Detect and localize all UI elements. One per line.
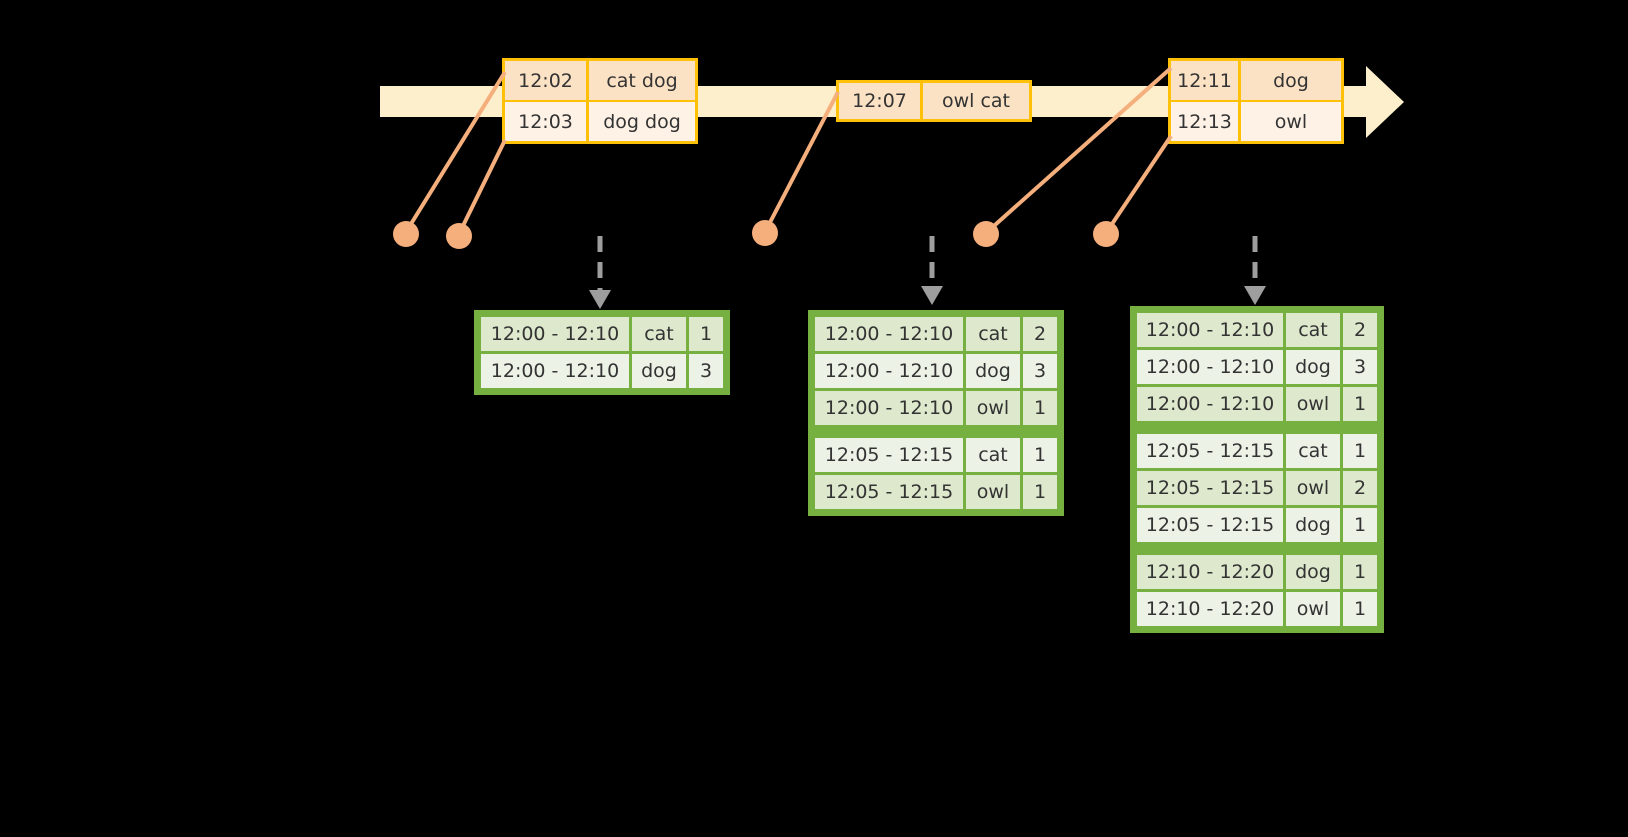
connector-dot [1093, 221, 1119, 247]
connector-dot [973, 221, 999, 247]
result-table-3: 12:00 - 12:10 cat 2 12:00 - 12:10 dog 3 … [1130, 306, 1384, 633]
table-row: 12:05 - 12:15 owl 2 [1137, 471, 1377, 505]
cell-count: 3 [1023, 354, 1057, 388]
connector-line-5 [1104, 134, 1173, 235]
group-separator [1137, 424, 1377, 431]
group-separator [815, 428, 1057, 435]
table-row: 12:10 - 12:20 dog 1 [1137, 555, 1377, 589]
cell-count: 1 [1343, 555, 1377, 589]
event-value: dog [1241, 61, 1341, 100]
event-group-1: 12:02 cat dog 12:03 dog dog [502, 58, 698, 144]
table-row: 12:00 - 12:10 cat 1 [481, 317, 723, 351]
cell-window: 12:00 - 12:10 [815, 391, 963, 425]
cell-count: 1 [1023, 391, 1057, 425]
cell-window: 12:00 - 12:10 [1137, 350, 1283, 384]
cell-window: 12:00 - 12:10 [481, 317, 629, 351]
timeline-arrow-right-icon [1366, 66, 1404, 138]
cell-count: 2 [1343, 471, 1377, 505]
dashed-down-arrow-head-icon [589, 290, 611, 309]
cell-count: 1 [689, 317, 723, 351]
cell-key: owl [966, 475, 1020, 509]
event-row: 12:03 dog dog [505, 100, 695, 141]
cell-key: cat [966, 317, 1020, 351]
table-row: 12:05 - 12:15 cat 1 [1137, 434, 1377, 468]
cell-window: 12:05 - 12:15 [815, 475, 963, 509]
connector-dot [393, 221, 419, 247]
cell-key: cat [1286, 434, 1340, 468]
cell-key: cat [966, 438, 1020, 472]
connector-line-2 [457, 139, 507, 235]
cell-count: 1 [1023, 475, 1057, 509]
cell-count: 1 [1343, 387, 1377, 421]
cell-count: 1 [1343, 434, 1377, 468]
cell-window: 12:00 - 12:10 [815, 354, 963, 388]
event-value: owl [1241, 102, 1341, 141]
cell-count: 1 [1343, 508, 1377, 542]
cell-count: 1 [1343, 592, 1377, 626]
cell-count: 2 [1343, 313, 1377, 347]
table-row: 12:05 - 12:15 dog 1 [1137, 508, 1377, 542]
table-row: 12:10 - 12:20 owl 1 [1137, 592, 1377, 626]
cell-count: 2 [1023, 317, 1057, 351]
group-separator [1137, 545, 1377, 552]
event-time: 12:13 [1171, 102, 1241, 141]
table-row: 12:00 - 12:10 cat 2 [815, 317, 1057, 351]
cell-key: dog [1286, 508, 1340, 542]
cell-window: 12:05 - 12:15 [1137, 434, 1283, 468]
event-row: 12:07 owl cat [839, 83, 1029, 119]
cell-key: dog [1286, 555, 1340, 589]
table-row: 12:00 - 12:10 dog 3 [1137, 350, 1377, 384]
cell-key: dog [966, 354, 1020, 388]
table-row: 12:00 - 12:10 dog 3 [815, 354, 1057, 388]
cell-key: owl [1286, 592, 1340, 626]
cell-key: owl [1286, 471, 1340, 505]
dashed-down-arrow-head-icon [1244, 286, 1266, 305]
event-row: 12:02 cat dog [505, 61, 695, 100]
table-row: 12:00 - 12:10 owl 1 [1137, 387, 1377, 421]
cell-key: owl [1286, 387, 1340, 421]
event-value: cat dog [589, 61, 695, 100]
cell-window: 12:10 - 12:20 [1137, 555, 1283, 589]
table-row: 12:00 - 12:10 owl 1 [815, 391, 1057, 425]
event-time: 12:02 [505, 61, 589, 100]
cell-key: cat [632, 317, 686, 351]
table-row: 12:05 - 12:15 cat 1 [815, 438, 1057, 472]
result-table-1: 12:00 - 12:10 cat 1 12:00 - 12:10 dog 3 [474, 310, 730, 395]
cell-count: 3 [689, 354, 723, 388]
event-row: 12:11 dog [1171, 61, 1341, 100]
event-time: 12:07 [839, 83, 923, 119]
cell-count: 1 [1023, 438, 1057, 472]
event-time: 12:11 [1171, 61, 1241, 100]
cell-window: 12:05 - 12:15 [1137, 471, 1283, 505]
event-value: dog dog [589, 102, 695, 141]
cell-window: 12:00 - 12:10 [1137, 313, 1283, 347]
cell-window: 12:05 - 12:15 [1137, 508, 1283, 542]
table-row: 12:05 - 12:15 owl 1 [815, 475, 1057, 509]
table-row: 12:00 - 12:10 dog 3 [481, 354, 723, 388]
cell-count: 3 [1343, 350, 1377, 384]
event-group-3: 12:11 dog 12:13 owl [1168, 58, 1344, 144]
dashed-down-arrow-head-icon [921, 286, 943, 305]
cell-key: dog [1286, 350, 1340, 384]
event-group-2: 12:07 owl cat [836, 80, 1032, 122]
cell-window: 12:00 - 12:10 [815, 317, 963, 351]
cell-key: dog [632, 354, 686, 388]
cell-key: cat [1286, 313, 1340, 347]
cell-window: 12:00 - 12:10 [481, 354, 629, 388]
table-row: 12:00 - 12:10 cat 2 [1137, 313, 1377, 347]
cell-window: 12:05 - 12:15 [815, 438, 963, 472]
cell-key: owl [966, 391, 1020, 425]
event-row: 12:13 owl [1171, 100, 1341, 141]
connector-dot [752, 220, 778, 246]
connector-dot [446, 223, 472, 249]
result-table-2: 12:00 - 12:10 cat 2 12:00 - 12:10 dog 3 … [808, 310, 1064, 516]
event-time: 12:03 [505, 102, 589, 141]
cell-window: 12:00 - 12:10 [1137, 387, 1283, 421]
event-value: owl cat [923, 83, 1029, 119]
cell-window: 12:10 - 12:20 [1137, 592, 1283, 626]
